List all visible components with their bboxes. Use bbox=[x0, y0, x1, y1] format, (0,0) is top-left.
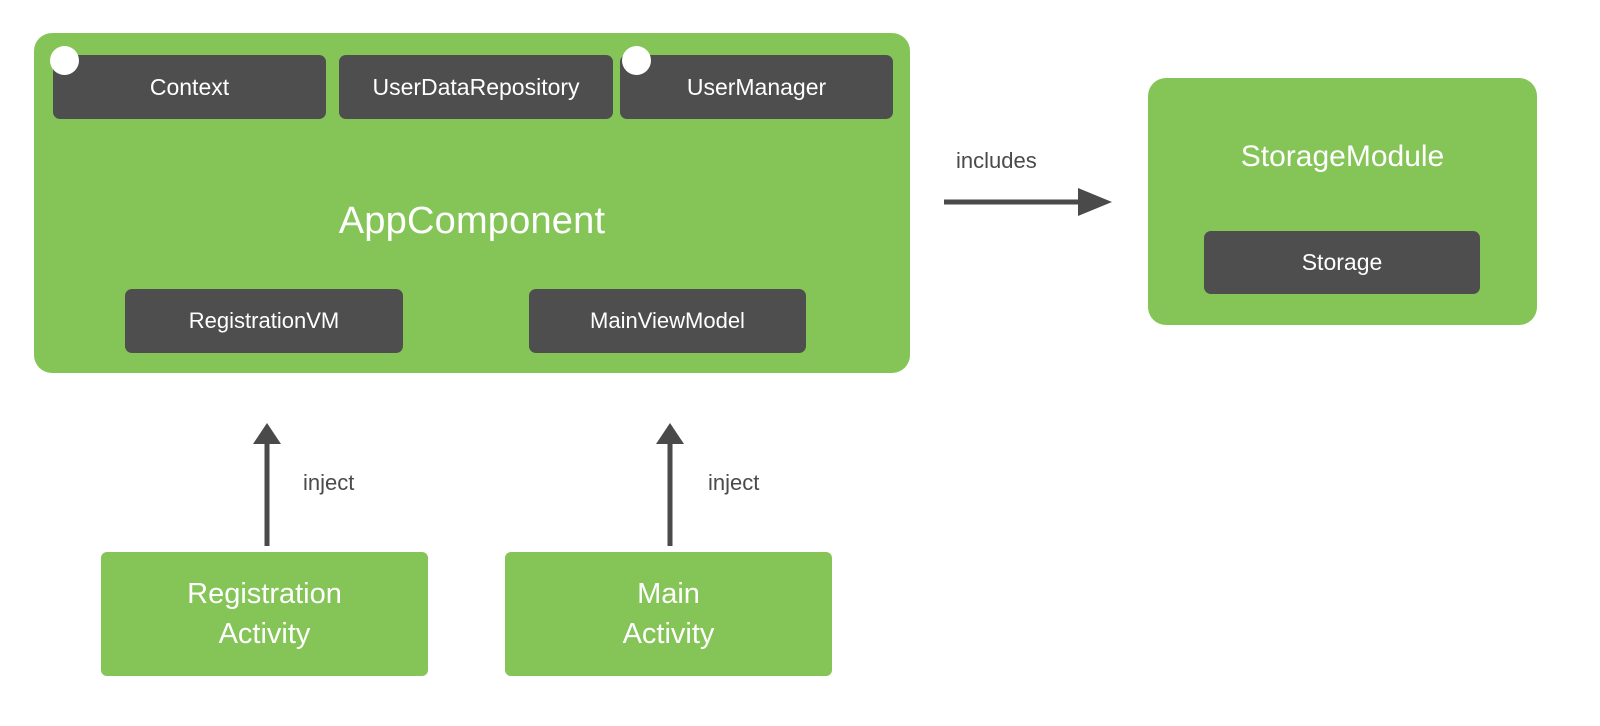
storage-module-node[interactable]: StorageModule Storage bbox=[1148, 78, 1537, 325]
provision-context[interactable]: Context bbox=[53, 55, 326, 119]
edge-label-inject-main: inject bbox=[708, 470, 760, 495]
provision-storage-label: Storage bbox=[1301, 249, 1383, 275]
arrow-includes-icon bbox=[944, 188, 1112, 216]
provision-storage[interactable]: Storage bbox=[1204, 231, 1480, 294]
app-component-title: AppComponent bbox=[338, 200, 606, 242]
entry-point-mainviewmodel[interactable]: MainViewModel bbox=[529, 289, 806, 353]
provision-userdatarepository[interactable]: UserDataRepository bbox=[339, 55, 613, 119]
provision-usermanager[interactable]: UserManager bbox=[620, 55, 893, 119]
edge-label-includes: includes bbox=[956, 148, 1037, 173]
edge-label-inject-registration: inject bbox=[303, 470, 355, 495]
registration-activity-label-line1: Registration bbox=[187, 578, 342, 610]
connector-dot-context-icon bbox=[50, 46, 79, 75]
entry-point-mainviewmodel-label: MainViewModel bbox=[590, 308, 745, 333]
provision-usermanager-label: UserManager bbox=[686, 73, 827, 100]
provision-userdatarepository-label: UserDataRepository bbox=[372, 73, 580, 100]
registration-activity-node[interactable]: Registration Activity bbox=[101, 552, 428, 676]
main-activity-label-line2: Activity bbox=[622, 618, 715, 650]
main-activity-node[interactable]: Main Activity bbox=[505, 552, 832, 676]
storage-module-title: StorageModule bbox=[1240, 140, 1445, 173]
provision-context-label: Context bbox=[149, 73, 230, 100]
entry-point-registrationvm-label: RegistrationVM bbox=[188, 308, 340, 333]
arrow-inject-main-icon bbox=[656, 423, 684, 546]
registration-activity-label-line2: Activity bbox=[218, 618, 311, 650]
main-activity-label-line1: Main bbox=[637, 578, 700, 610]
entry-point-registrationvm[interactable]: RegistrationVM bbox=[125, 289, 403, 353]
arrow-inject-registration-icon bbox=[253, 423, 281, 546]
connector-dot-usermanager-icon bbox=[622, 46, 651, 75]
